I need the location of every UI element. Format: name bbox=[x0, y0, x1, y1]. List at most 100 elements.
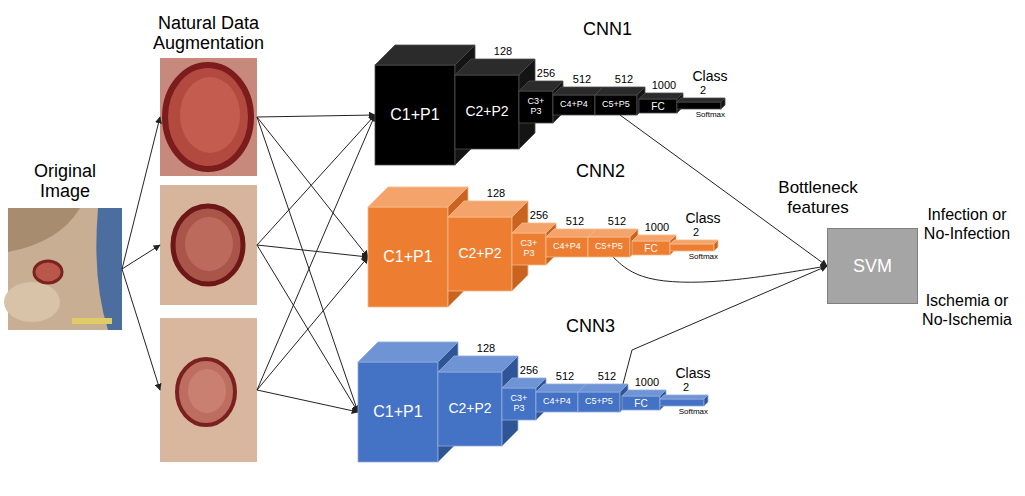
block-shape bbox=[677, 98, 725, 109]
block-front bbox=[358, 362, 438, 462]
output-label: Ischemia or No-Ischemia bbox=[914, 291, 1020, 329]
photo-cloth bbox=[96, 208, 122, 330]
softmax-label: Softmax bbox=[689, 252, 718, 261]
layer-label: C1+P1 bbox=[375, 65, 455, 165]
layer-label: FC bbox=[632, 241, 670, 255]
block-front bbox=[639, 99, 677, 113]
channel-count: 1000 bbox=[644, 79, 684, 92]
layer-label: C2+P2 bbox=[455, 75, 519, 149]
connector bbox=[257, 117, 368, 257]
block-front bbox=[677, 102, 721, 109]
block-top bbox=[677, 98, 725, 102]
cnn-group: CNN3C1+P1C2+P2128C3+ P3256C4+P4512C5+P55… bbox=[353, 314, 713, 466]
class-label: Class bbox=[683, 210, 723, 226]
connector bbox=[257, 115, 375, 390]
image-node: Original Image bbox=[8, 208, 122, 330]
channel-count: 1000 bbox=[627, 376, 667, 389]
column-title: Natural Data Augmentation bbox=[138, 13, 279, 54]
connector bbox=[257, 257, 368, 390]
channel-count: 512 bbox=[597, 215, 637, 228]
channel-count: 128 bbox=[483, 45, 523, 58]
class-count: 2 bbox=[676, 226, 716, 239]
softmax-label: Softmax bbox=[696, 110, 725, 119]
connector bbox=[257, 115, 375, 245]
wound bbox=[34, 261, 62, 283]
photo-skin bbox=[4, 282, 60, 322]
channel-count: 256 bbox=[526, 67, 566, 80]
layer-label: C5+P5 bbox=[578, 392, 620, 412]
block-front bbox=[622, 396, 660, 410]
block-front bbox=[512, 233, 546, 265]
block-top bbox=[553, 87, 603, 95]
svm-box: SVM bbox=[827, 228, 918, 304]
wound bbox=[177, 359, 235, 425]
layer-label: C2+P2 bbox=[438, 372, 502, 446]
layer-label: C3+ P3 bbox=[519, 91, 553, 123]
block-shape bbox=[670, 240, 718, 251]
block-front bbox=[438, 372, 502, 446]
connector bbox=[257, 245, 358, 412]
channel-count: 1000 bbox=[637, 221, 677, 234]
photo-stamp bbox=[72, 318, 112, 324]
softmax-bar: Class2Softmax bbox=[660, 395, 708, 406]
connector bbox=[257, 117, 358, 412]
channel-count: 512 bbox=[562, 73, 602, 86]
wound bbox=[165, 65, 251, 169]
connector bbox=[623, 266, 827, 384]
image-title: Original Image bbox=[15, 161, 115, 202]
layer-label: C5+P5 bbox=[588, 237, 630, 257]
channel-count: 512 bbox=[604, 73, 644, 86]
layer-label: FC bbox=[622, 396, 660, 410]
layer-label: C4+P4 bbox=[536, 392, 578, 412]
block-shape bbox=[660, 395, 708, 406]
annotation: Bottleneck features bbox=[772, 178, 864, 219]
block-top bbox=[595, 87, 645, 95]
block-top bbox=[546, 229, 596, 237]
box-label: SVM bbox=[853, 256, 892, 277]
softmax-bar: Class2Softmax bbox=[677, 98, 725, 109]
block-front bbox=[375, 65, 455, 165]
connector bbox=[257, 115, 375, 117]
layer-label: C1+P1 bbox=[358, 362, 438, 462]
softmax-label: Softmax bbox=[679, 407, 708, 416]
cnn-group: CNN1C1+P1C2+P2128C3+ P3256C4+P4512C5+P55… bbox=[370, 17, 730, 169]
layer-block: C5+P5512 bbox=[595, 87, 645, 115]
channel-count: 256 bbox=[509, 364, 549, 377]
block-front bbox=[448, 217, 512, 291]
layer-label: FC bbox=[639, 99, 677, 113]
class-label: Class bbox=[673, 365, 713, 381]
class-label: Class bbox=[690, 68, 730, 84]
block-top bbox=[632, 235, 676, 241]
layer-block: FC1000 bbox=[639, 93, 683, 113]
block-front bbox=[519, 91, 553, 123]
output-label: Infection or No-Infection bbox=[914, 205, 1020, 243]
layer-label: C5+P5 bbox=[595, 95, 637, 115]
class-count: 2 bbox=[666, 381, 706, 394]
photo-shadow bbox=[8, 208, 80, 252]
connector bbox=[613, 257, 827, 282]
connector bbox=[122, 245, 160, 269]
layer-label: C2+P2 bbox=[448, 217, 512, 291]
layer-label: C3+ P3 bbox=[512, 233, 546, 265]
augmented-photo bbox=[160, 318, 257, 462]
augmentation-column: Natural Data Augmentation bbox=[160, 58, 257, 462]
network-title: CNN2 bbox=[576, 161, 625, 182]
block-front bbox=[660, 399, 704, 406]
layer-label: C1+P1 bbox=[368, 207, 448, 307]
block-front bbox=[553, 95, 595, 115]
layer-label: C3+ P3 bbox=[502, 388, 536, 420]
layer-label: C4+P4 bbox=[553, 95, 595, 115]
channel-count: 256 bbox=[519, 209, 559, 222]
network-title: CNN1 bbox=[583, 19, 632, 40]
wound-bed bbox=[185, 217, 233, 271]
class-count: 2 bbox=[683, 84, 723, 97]
channel-count: 512 bbox=[587, 370, 627, 383]
block-top bbox=[588, 229, 638, 237]
softmax-bar: Class2Softmax bbox=[670, 240, 718, 251]
channel-count: 128 bbox=[476, 187, 516, 200]
wound-bed bbox=[188, 369, 226, 413]
wound bbox=[173, 206, 243, 284]
block-front bbox=[588, 237, 630, 257]
connector bbox=[122, 269, 160, 390]
augmented-photo bbox=[160, 58, 257, 176]
